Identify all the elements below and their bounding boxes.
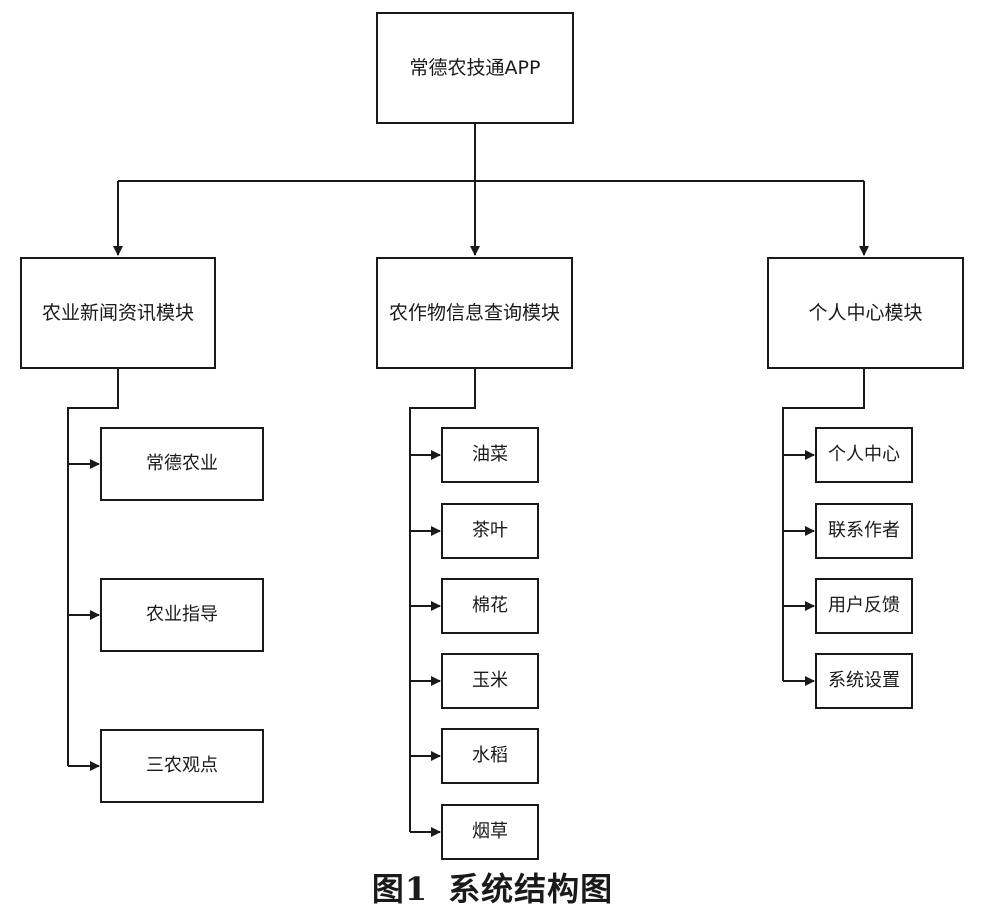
leaf-box-rapeseed: 油菜 [441,427,539,483]
root-label: 常德农技通APP [409,56,541,79]
leaf-label: 联系作者 [828,520,900,542]
connector-crop-trunk [409,369,476,832]
leaf-box-system-settings: 系统设置 [815,653,913,709]
leaf-box-user-feedback: 用户反馈 [815,578,913,634]
leaf-label: 用户反馈 [828,595,900,617]
leaf-box-rice: 水稻 [441,728,539,784]
system-structure-diagram: 常德农技通APP 农业新闻资讯模块 农作物信息查询模块 个人中心模块 常德农业 … [20,12,964,860]
leaf-label: 玉米 [472,670,508,692]
leaf-label: 常德农业 [146,453,218,475]
leaf-box-sannong-views: 三农观点 [100,729,264,803]
connector-personal-trunk [782,369,865,681]
leaf-box-tea: 茶叶 [441,503,539,559]
leaf-label: 三农观点 [146,755,218,777]
root-box-app: 常德农技通APP [376,12,574,124]
leaf-box-contact-author: 联系作者 [815,503,913,559]
leaf-label: 个人中心 [828,444,900,466]
leaf-label: 烟草 [472,821,508,843]
module-label-personal-center: 个人中心模块 [808,301,923,324]
leaf-label: 茶叶 [472,520,508,542]
leaf-label: 系统设置 [828,670,900,692]
leaf-label: 农业指导 [146,604,218,626]
connector-lines [67,124,869,837]
leaf-label: 油菜 [472,444,508,466]
module-box-personal-center: 个人中心模块 [767,257,964,369]
leaf-box-personal-center: 个人中心 [815,427,913,483]
leaf-label: 水稻 [472,745,508,767]
module-box-news: 农业新闻资讯模块 [20,257,216,369]
leaf-box-corn: 玉米 [441,653,539,709]
module-label-news: 农业新闻资讯模块 [41,301,194,324]
module-box-crop-query: 农作物信息查询模块 [376,257,573,369]
leaf-box-changde-agriculture: 常德农业 [100,427,264,501]
leaf-box-agriculture-guidance: 农业指导 [100,578,264,652]
module-label-crop-query: 农作物信息查询模块 [388,301,560,324]
connector-news-trunk [67,369,119,766]
figure-caption: 图1 系统结构图 [0,864,985,910]
figure-number: 图1 [371,870,429,908]
leaf-label: 棉花 [472,595,508,617]
figure-title: 系统结构图 [448,870,614,908]
leaf-box-cotton: 棉花 [441,578,539,634]
leaf-box-tobacco: 烟草 [441,804,539,860]
